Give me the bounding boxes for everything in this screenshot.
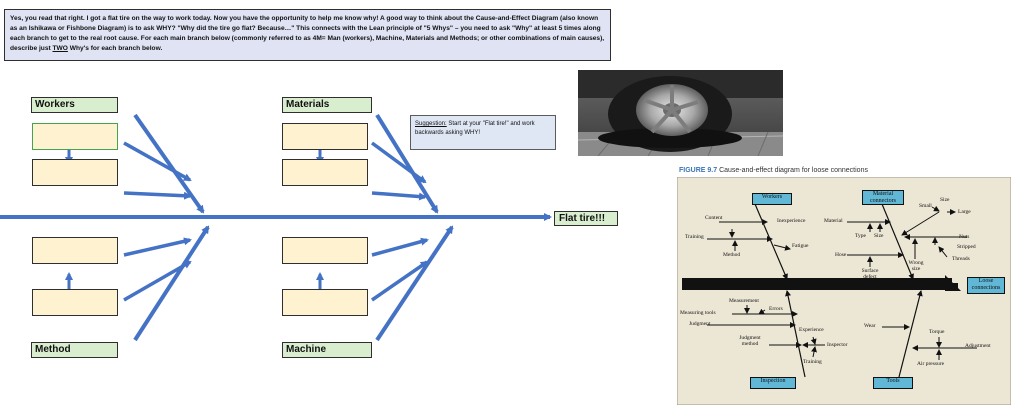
instructions-text: Yes, you read that right. I got a flat t… <box>10 15 605 52</box>
figure-category-inspection: Inspection <box>750 377 796 389</box>
figure-category-tools: Tools <box>873 377 913 389</box>
fig-label-type: Type <box>855 233 866 239</box>
fig-label-experience: Experience <box>799 327 824 333</box>
instructions-box: Yes, you read that right. I got a flat t… <box>4 9 611 61</box>
fig-label-size-top: Size <box>940 197 950 203</box>
method-sub-arrow <box>123 237 192 257</box>
flat-tire-photo <box>578 70 783 156</box>
figure-effect-box: Loose connections <box>967 277 1005 294</box>
method-why-2-input[interactable] <box>32 289 118 316</box>
workers-sub-arrow <box>123 191 192 200</box>
instructions-text-end: Why's for each branch below. <box>67 45 163 52</box>
fig-label-torque: Torque <box>929 329 945 335</box>
materials-sub-arrow <box>371 191 427 201</box>
fig-label-wrong-size: Wrong size <box>908 260 924 272</box>
fig-label-measuring-tools: Measuring tools <box>680 310 716 316</box>
machine-why-1-input[interactable] <box>282 237 368 264</box>
figure-category-workers: Workers <box>752 193 792 205</box>
branch-label-workers: Workers <box>31 97 118 113</box>
fig-label-inspector: Inspector <box>827 342 848 348</box>
fig-label-nuts: Nuts <box>959 234 970 240</box>
workers-why-1-input[interactable] <box>32 123 118 150</box>
workers-rib <box>133 113 205 214</box>
materials-rib <box>375 113 439 214</box>
method-rib <box>133 225 210 342</box>
fig-label-judgment-method: Judgment method <box>739 335 761 347</box>
method-why-1-input[interactable] <box>32 237 118 264</box>
fig-label-wear: Wear <box>864 323 876 329</box>
suggestion-box: Suggestion: Start at your "Flat tire!" a… <box>410 115 556 150</box>
machine-sub-arrow <box>371 237 429 257</box>
figure-caption: FIGURE 9.7 Cause-and-effect diagram for … <box>679 167 868 174</box>
branch-label-machine: Machine <box>282 342 372 358</box>
materials-why-2-input[interactable] <box>282 159 368 186</box>
workers-sub-arrow <box>123 141 192 182</box>
fig-label-size: Size <box>874 233 884 239</box>
fig-label-large: Large <box>958 209 971 215</box>
fig-label-stripped: Stripped <box>957 244 976 250</box>
fig-label-surface-defect: Surface defect <box>861 268 879 280</box>
suggestion-text: Start at your "Flat tire!" and work back… <box>415 121 535 136</box>
method-sub-arrow <box>123 260 192 302</box>
effect-label: Flat tire!!! <box>554 211 618 226</box>
fishbone-arrows <box>0 113 552 342</box>
reference-fishbone-lines <box>677 177 1011 405</box>
instructions-emphasis: TWO <box>52 45 68 52</box>
fig-label-training: Training <box>685 234 704 240</box>
fig-label-fatigue: Fatigue <box>792 243 809 249</box>
fig-label-small: Small <box>919 203 932 209</box>
fig-label-material: Material <box>824 218 843 224</box>
materials-sub-arrow <box>370 141 427 184</box>
reference-fishbone-figure: Workers Material connectors Inspection T… <box>677 177 1011 405</box>
machine-sub-arrow <box>371 260 429 302</box>
machine-why-2-input[interactable] <box>282 289 368 316</box>
figure-number: FIGURE 9.7 <box>679 167 718 174</box>
fig-label-air-pressure: Air pressure <box>917 361 945 367</box>
workers-why-2-input[interactable] <box>32 159 118 186</box>
fig-label-inexperience: Inexperience <box>777 218 806 224</box>
fig-label-training-2: Training <box>803 359 822 365</box>
suggestion-lead: Suggestion: <box>415 121 447 127</box>
fig-label-content: Content <box>705 215 723 221</box>
fig-label-method: Method <box>723 252 741 258</box>
figure-caption-text: Cause-and-effect diagram for loose conne… <box>717 167 868 174</box>
fig-label-adjustment: Adjustment <box>965 343 991 349</box>
machine-rib <box>375 225 454 342</box>
fig-label-errors: Errors <box>769 306 783 312</box>
branch-label-method: Method <box>31 342 118 358</box>
figure-category-material: Material connectors <box>862 190 904 205</box>
fig-label-hose: Hose <box>835 252 847 258</box>
branch-label-materials: Materials <box>282 97 372 113</box>
fig-label-judgment: Judgment <box>689 321 711 327</box>
materials-why-1-input[interactable] <box>282 123 368 150</box>
fig-label-measurement: Measurement <box>729 298 759 304</box>
fig-label-threads: Threads <box>952 256 970 262</box>
